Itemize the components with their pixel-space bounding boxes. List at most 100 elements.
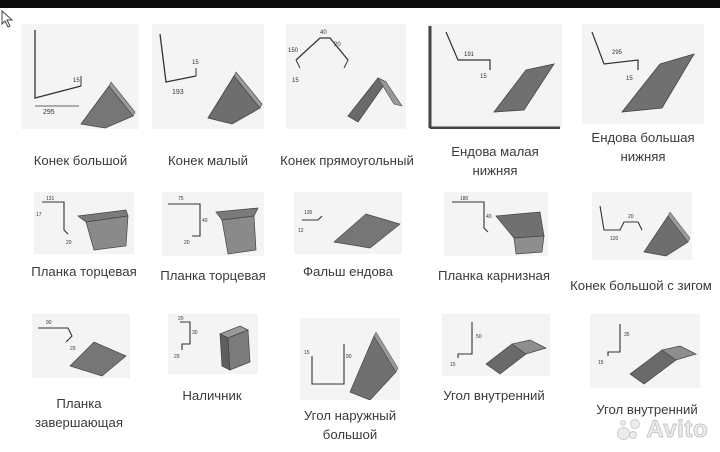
svg-text:295: 295 <box>612 50 623 56</box>
product-label: Конек большой <box>33 153 128 168</box>
product-drawing: 75 40 20 <box>162 192 264 256</box>
valley-small-icon: 191 15 <box>428 26 560 129</box>
svg-text:150: 150 <box>288 48 299 54</box>
svg-text:75: 75 <box>178 196 184 202</box>
svg-text:40: 40 <box>320 30 327 36</box>
eaves-strip-icon: 180 40 <box>452 196 545 255</box>
product-card[interactable]: 15 90 Угол наружный большой <box>288 314 412 452</box>
product-card[interactable]: 75 40 20 Планка торцевая <box>150 192 276 292</box>
product-drawing: 191 15 <box>428 24 562 129</box>
svg-text:30: 30 <box>192 330 198 336</box>
product-drawing: 50 15 <box>442 314 550 376</box>
product-label: Угол внутренний <box>596 402 698 417</box>
inner-corner-small-icon: 35 15 <box>598 324 697 385</box>
svg-text:193: 193 <box>172 89 184 96</box>
svg-text:40: 40 <box>486 214 492 220</box>
product-label: Ендова большая нижняя <box>591 130 695 164</box>
product-label: Фальш ендова <box>302 264 393 279</box>
outer-corner-icon: 15 90 <box>304 331 399 400</box>
product-drawing: 180 40 <box>444 192 548 256</box>
avito-logo-icon <box>616 417 642 443</box>
avito-watermark: Avito <box>616 416 708 444</box>
svg-text:20: 20 <box>66 240 72 246</box>
product-drawing: 193 15 <box>152 24 264 129</box>
product-drawing: 20 30 20 <box>168 314 258 374</box>
false-valley-icon: 130 12 <box>298 210 401 249</box>
svg-text:12: 12 <box>298 228 304 234</box>
svg-text:20: 20 <box>178 316 184 322</box>
product-card[interactable]: 35 15 Угол внутренний <box>580 314 714 434</box>
svg-text:15: 15 <box>304 350 310 356</box>
svg-text:130: 130 <box>304 210 313 216</box>
svg-text:20: 20 <box>174 354 180 360</box>
svg-text:20: 20 <box>184 240 190 246</box>
svg-text:15: 15 <box>292 78 299 84</box>
product-card[interactable]: 150 40 20 15 Конек прямоугольный <box>272 24 422 168</box>
product-drawing: 15 90 <box>300 318 400 400</box>
product-drawing: 120 20 <box>592 192 692 260</box>
svg-text:90: 90 <box>46 320 52 326</box>
product-label: Планка карнизная <box>437 268 551 283</box>
product-label: Планка торцевая <box>31 264 137 279</box>
svg-text:131: 131 <box>46 196 55 202</box>
product-drawing: 90 20 <box>32 314 130 378</box>
product-label: Наличник <box>182 388 242 403</box>
product-drawing: 295 15 <box>21 24 139 129</box>
product-drawing: 295 15 <box>582 24 704 124</box>
finishing-strip-icon: 90 20 <box>38 320 127 377</box>
svg-text:191: 191 <box>464 52 475 58</box>
svg-text:180: 180 <box>460 196 469 202</box>
ridge-large-icon: 295 15 <box>34 30 136 129</box>
svg-text:295: 295 <box>43 109 55 116</box>
product-grid: 295 15 Конек большой 193 15 Конек малый <box>0 14 720 452</box>
product-label: Планка торцевая <box>160 268 266 283</box>
svg-text:15: 15 <box>73 78 80 84</box>
product-card[interactable]: 193 15 Конек малый <box>148 24 268 168</box>
svg-text:15: 15 <box>192 60 199 66</box>
svg-text:35: 35 <box>624 332 630 338</box>
product-label: Конек прямоугольный <box>280 153 414 168</box>
avito-watermark-text: Avito <box>646 416 708 444</box>
product-label: Угол наружный большой <box>303 408 397 442</box>
product-card[interactable]: 180 40 Планка карнизная <box>432 192 556 292</box>
svg-text:20: 20 <box>334 42 341 48</box>
product-drawing: 35 15 <box>590 314 700 388</box>
svg-text:17: 17 <box>36 212 42 218</box>
product-label: Конек малый <box>167 153 248 168</box>
trim-icon: 20 30 20 <box>174 316 251 371</box>
mouse-pointer-icon <box>1 10 14 28</box>
product-drawing: 131 17 20 <box>34 192 134 254</box>
svg-text:120: 120 <box>610 236 619 242</box>
svg-text:15: 15 <box>480 74 487 80</box>
svg-text:50: 50 <box>476 334 482 340</box>
product-label: Планка завершающая <box>34 396 124 430</box>
product-card[interactable]: 50 15 Угол внутренний <box>432 314 556 424</box>
valley-large-icon: 295 15 <box>591 31 695 113</box>
svg-text:90: 90 <box>346 354 352 360</box>
product-label: Конек большой с зигом <box>570 278 712 293</box>
product-card[interactable]: 20 30 20 Наличник <box>160 314 264 424</box>
product-card[interactable]: 130 12 Фальш ендова <box>290 192 406 292</box>
product-card[interactable]: 90 20 Планка завершающая <box>20 314 138 444</box>
svg-text:15: 15 <box>626 76 633 82</box>
product-card[interactable]: 131 17 20 Планка торцевая <box>26 192 142 292</box>
top-bar <box>0 0 720 8</box>
product-drawing: 130 12 <box>294 192 402 254</box>
product-drawing: 150 40 20 15 <box>286 24 406 129</box>
product-label: Ендова малая нижняя <box>451 144 539 178</box>
ridge-zig-icon: 120 20 <box>599 205 691 257</box>
product-card[interactable]: 295 15 Конек большой <box>18 24 143 168</box>
ridge-rectangular-icon: 150 40 20 15 <box>288 30 403 123</box>
svg-text:40: 40 <box>202 218 208 224</box>
product-card[interactable]: 191 15 Ендова малая нижняя <box>426 24 564 178</box>
svg-text:15: 15 <box>598 360 604 366</box>
product-card[interactable]: 295 15 Ендова большая нижняя <box>576 24 710 174</box>
svg-text:20: 20 <box>70 346 76 352</box>
svg-text:20: 20 <box>628 214 634 220</box>
end-strip-alt-icon: 75 40 20 <box>168 196 259 255</box>
ridge-small-icon: 193 15 <box>159 33 263 125</box>
end-strip-icon: 131 17 20 <box>36 196 129 251</box>
product-label: Угол внутренний <box>443 388 545 403</box>
inner-corner-icon: 50 15 <box>450 322 547 375</box>
product-card[interactable]: 120 20 Конек большой с зигом <box>564 192 718 302</box>
